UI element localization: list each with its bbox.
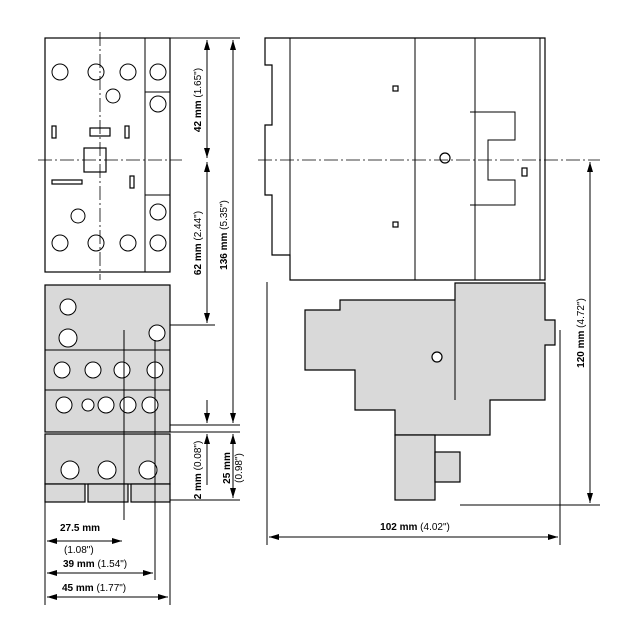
svg-text:42 mm (1.65"): 42 mm (1.65")	[193, 68, 204, 132]
dim-27-value: 27.5 mm	[60, 523, 100, 534]
dim-136-inch: (5.35")	[219, 200, 230, 230]
dim-120-value: 120 mm	[576, 331, 587, 368]
dim-39-inch: (1.54")	[97, 559, 127, 570]
dim-45-inch: (1.77")	[96, 583, 126, 594]
svg-text:120 mm (4.72"): 120 mm (4.72")	[576, 298, 587, 368]
dim-120-inch: (4.72")	[576, 298, 587, 328]
dim-25-inch: (0.98")	[234, 453, 245, 483]
dim-25-value: 25 mm	[222, 452, 233, 484]
front-view	[38, 32, 182, 580]
svg-text:62 mm (2.44"): 62 mm (2.44")	[193, 211, 204, 275]
svg-text:39 mm (1.54"): 39 mm (1.54")	[63, 559, 127, 570]
dim-42-inch: (1.65")	[193, 68, 204, 98]
svg-text:2 mm (0.08"): 2 mm (0.08")	[193, 441, 204, 500]
dim-2-value: 2 mm	[193, 473, 204, 499]
dimension-lines	[47, 40, 593, 600]
dim-62-inch: (2.44")	[193, 211, 204, 241]
dim-102-value: 102 mm	[380, 522, 417, 533]
terminal-block-side	[394, 434, 436, 501]
dim-102-inch: (4.02")	[420, 522, 450, 533]
dim-136-value: 136 mm	[219, 233, 230, 270]
contactor-side	[264, 37, 546, 281]
dim-39-value: 39 mm	[63, 559, 95, 570]
svg-text:45 mm (1.77"): 45 mm (1.77")	[62, 583, 126, 594]
svg-text:102 mm (4.02"): 102 mm (4.02")	[380, 522, 450, 533]
dim-62-value: 62 mm	[193, 243, 204, 275]
dim-45-value: 45 mm	[62, 583, 94, 594]
svg-text:136 mm (5.35"): 136 mm (5.35")	[219, 200, 230, 270]
dim-42-value: 42 mm	[193, 100, 204, 132]
overload-relay-side	[304, 282, 556, 436]
extension-lines	[44, 37, 240, 605]
dim-2-inch: (0.08")	[193, 441, 204, 471]
side-view	[258, 37, 600, 545]
dim-27-inch: (1.08")	[64, 545, 94, 556]
